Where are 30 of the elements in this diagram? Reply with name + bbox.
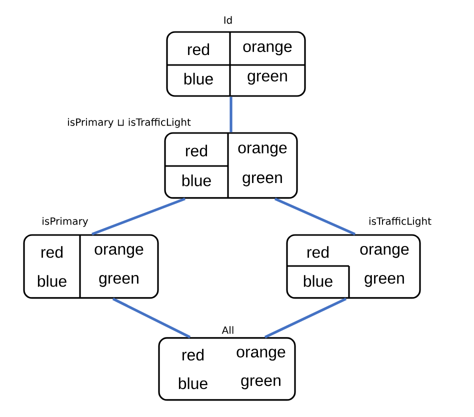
color-word: orange: [243, 43, 292, 56]
connector-line: [112, 298, 191, 338]
node-heading: Id: [224, 16, 232, 24]
color-word: green: [248, 72, 287, 85]
color-word: red: [188, 43, 210, 56]
connector-line: [230, 96, 232, 132]
color-word: orange: [360, 246, 409, 258]
color-word: green: [364, 275, 404, 287]
color-word: orange: [236, 348, 286, 361]
color-word: blue: [184, 72, 213, 85]
color-word: green: [99, 275, 138, 287]
node-heading: isTrafficLight: [369, 217, 432, 227]
color-word: green: [242, 174, 282, 186]
color-word: red: [308, 246, 329, 258]
node-heading: isPrimary ⊔ isTrafficLight: [68, 118, 191, 128]
color-word: red: [186, 144, 208, 156]
connector-line: [264, 298, 347, 338]
color-word: orange: [94, 246, 144, 258]
color-word: blue: [182, 174, 211, 186]
node-heading: All: [222, 326, 234, 334]
connector-line: [274, 198, 356, 236]
color-word: orange: [238, 144, 287, 157]
color-word: red: [182, 348, 204, 361]
connector-line: [92, 198, 186, 236]
color-word: red: [42, 246, 63, 258]
color-word: blue: [304, 275, 332, 287]
color-word: blue: [178, 377, 208, 390]
color-word: green: [241, 377, 280, 390]
color-word: blue: [38, 275, 66, 287]
node-heading: isPrimary: [42, 217, 88, 227]
